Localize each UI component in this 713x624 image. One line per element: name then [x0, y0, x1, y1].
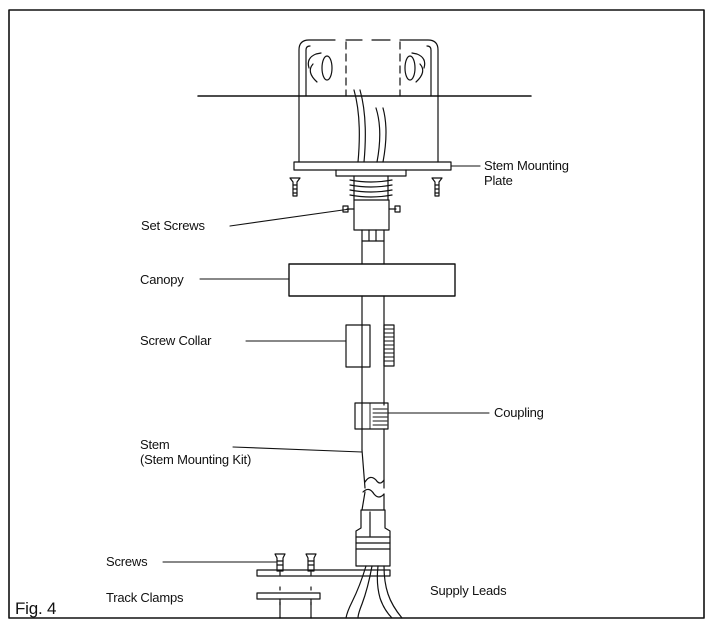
callout-screws: Screws [106, 554, 148, 569]
junction-box [298, 39, 439, 163]
page-frame [8, 9, 705, 619]
threaded-nipple [349, 175, 393, 201]
track-clamp-lower [256, 592, 321, 600]
callout-screw-collar: Screw Collar [140, 333, 212, 348]
box-wires [353, 89, 387, 163]
callout-stem-mounting-plate-line2: Plate [484, 173, 513, 188]
callout-track-clamps: Track Clamps [106, 590, 184, 605]
set-screw-hub [342, 199, 401, 231]
supply-leads [345, 565, 403, 619]
callout-supply-leads: Supply Leads [430, 583, 507, 598]
callout-stem-mounting-plate: Stem Mounting Plate [484, 158, 569, 188]
callout-canopy: Canopy [140, 272, 184, 287]
stem-mounting-plate-shape [293, 161, 452, 171]
callout-coupling: Coupling [494, 405, 544, 420]
callout-set-screws: Set Screws [141, 218, 205, 233]
callout-stem-mounting-plate-line1: Stem Mounting [484, 158, 569, 173]
track-screws [274, 553, 317, 619]
screw-collar-shape [345, 324, 371, 368]
callout-stem-line2: (Stem Mounting Kit) [140, 452, 252, 467]
track-clamp-upper [256, 569, 391, 577]
leader-lines [162, 165, 490, 563]
callout-stem: Stem (Stem Mounting Kit) [140, 437, 251, 467]
strain-relief [355, 509, 391, 567]
figure-label: Fig. 4 [15, 599, 57, 618]
canopy-shape [288, 263, 456, 297]
callout-stem-line1: Stem [140, 437, 170, 452]
coupling-shape [354, 402, 389, 430]
plate-screws [289, 177, 443, 197]
